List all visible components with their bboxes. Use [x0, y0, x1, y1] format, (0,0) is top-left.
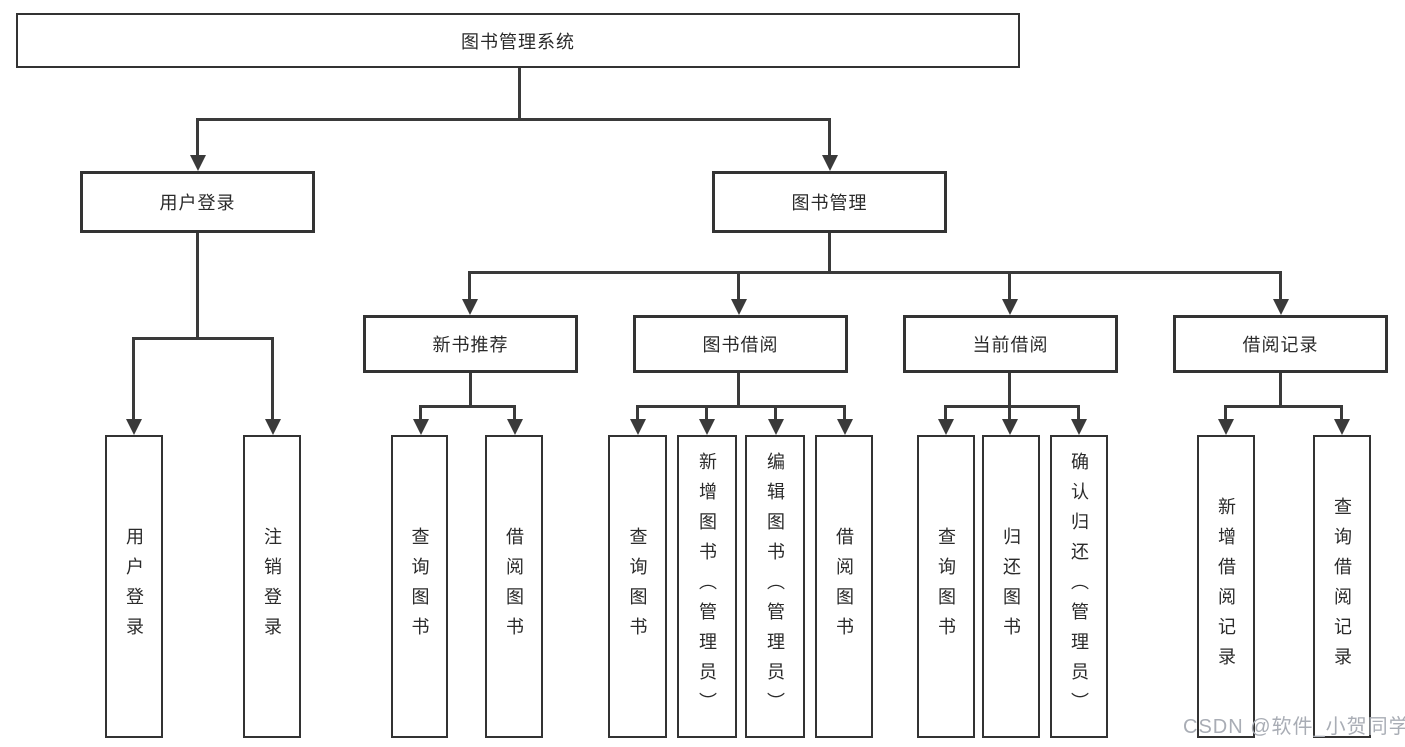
connector-line — [513, 405, 516, 420]
connector-line — [132, 337, 274, 340]
connector-line — [843, 405, 846, 420]
leaf-borrow-books-recommend-label: 借阅图书 — [504, 526, 524, 647]
node-user-login: 用户登录 — [80, 171, 315, 233]
node-root: 图书管理系统 — [16, 13, 1020, 68]
connector-line — [1224, 405, 1343, 408]
connector-line — [1340, 405, 1343, 420]
leaf-query-books-recommend-label: 查询图书 — [409, 526, 430, 647]
arrowhead-icon — [1002, 419, 1018, 435]
connector-line — [518, 68, 521, 118]
connector-line — [737, 271, 740, 299]
node-new-book-recommend-label: 新书推荐 — [432, 335, 509, 355]
arrowhead-icon — [1218, 419, 1234, 435]
connector-line — [705, 405, 708, 420]
arrowhead-icon — [938, 419, 954, 435]
arrowhead-icon — [1334, 419, 1350, 435]
leaf-query-borrow-record-label: 查询借阅记录 — [1332, 496, 1352, 677]
arrowhead-icon — [630, 419, 646, 435]
arrowhead-icon — [1002, 299, 1018, 315]
leaf-user-login-label: 用户登录 — [124, 526, 144, 647]
node-borrow-records-label: 借阅记录 — [1242, 335, 1319, 355]
leaf-query-borrow-record: 查询借阅记录 — [1313, 435, 1371, 738]
connector-line — [271, 337, 274, 421]
leaf-query-books-current-label: 查询图书 — [936, 526, 956, 647]
leaf-borrow-books-label: 借阅图书 — [834, 526, 854, 647]
node-root-label: 图书管理系统 — [461, 31, 575, 52]
connector-line — [196, 118, 831, 121]
connector-line — [1077, 405, 1080, 420]
connector-line — [1008, 271, 1011, 299]
connector-line — [1224, 405, 1227, 420]
arrowhead-icon — [265, 419, 281, 435]
connector-line — [828, 233, 831, 271]
leaf-edit-book-admin: 编辑图书（管理员） — [745, 435, 805, 738]
connector-line — [468, 271, 471, 299]
connector-line — [196, 118, 199, 156]
arrowhead-icon — [822, 155, 838, 171]
connector-line — [944, 405, 1080, 408]
leaf-query-books-recommend: 查询图书 — [391, 435, 448, 738]
arrowhead-icon — [190, 155, 206, 171]
node-user-login-label: 用户登录 — [159, 193, 236, 213]
leaf-logout-label: 注销登录 — [262, 526, 282, 647]
leaf-return-books: 归还图书 — [982, 435, 1040, 738]
arrowhead-icon — [126, 419, 142, 435]
connector-line — [1008, 373, 1011, 405]
connector-line — [419, 405, 516, 408]
connector-line — [419, 405, 422, 420]
node-current-borrow: 当前借阅 — [903, 315, 1118, 373]
leaf-query-books-current: 查询图书 — [917, 435, 975, 738]
connector-line — [132, 337, 135, 421]
arrowhead-icon — [1273, 299, 1289, 315]
connector-line — [468, 271, 1282, 274]
arrowhead-icon — [413, 419, 429, 435]
arrowhead-icon — [768, 419, 784, 435]
node-book-borrow-label: 图书借阅 — [702, 335, 779, 355]
leaf-confirm-return-admin: 确认归还（管理员） — [1050, 435, 1108, 738]
node-book-borrow: 图书借阅 — [633, 315, 848, 373]
connector-line — [1279, 373, 1282, 405]
arrowhead-icon — [699, 419, 715, 435]
csdn-watermark: CSDN @软件_小贺同学 — [1183, 716, 1405, 738]
node-book-management-label: 图书管理 — [791, 193, 868, 213]
connector-line — [196, 233, 199, 337]
connector-line — [469, 373, 472, 405]
leaf-query-books-borrow: 查询图书 — [608, 435, 667, 738]
leaf-user-login: 用户登录 — [105, 435, 163, 738]
leaf-add-borrow-record-label: 新增借阅记录 — [1216, 496, 1236, 677]
arrowhead-icon — [837, 419, 853, 435]
connector-line — [774, 405, 777, 420]
node-current-borrow-label: 当前借阅 — [972, 335, 1049, 355]
leaf-add-borrow-record: 新增借阅记录 — [1197, 435, 1255, 738]
leaf-edit-book-admin-label: 编辑图书（管理员） — [765, 451, 785, 722]
leaf-borrow-books: 借阅图书 — [815, 435, 873, 738]
leaf-borrow-books-recommend: 借阅图书 — [485, 435, 543, 738]
arrowhead-icon — [462, 299, 478, 315]
connector-line — [1279, 271, 1282, 299]
node-new-book-recommend: 新书推荐 — [363, 315, 578, 373]
leaf-add-book-admin-label: 新增图书（管理员） — [697, 451, 717, 722]
connector-line — [636, 405, 639, 420]
leaf-logout: 注销登录 — [243, 435, 301, 738]
arrowhead-icon — [507, 419, 523, 435]
connector-line — [737, 373, 740, 405]
arrowhead-icon — [1071, 419, 1087, 435]
arrowhead-icon — [731, 299, 747, 315]
leaf-return-books-label: 归还图书 — [1001, 526, 1021, 647]
leaf-add-book-admin: 新增图书（管理员） — [677, 435, 737, 738]
node-book-management: 图书管理 — [712, 171, 947, 233]
connector-line — [1008, 405, 1011, 420]
node-borrow-records: 借阅记录 — [1173, 315, 1388, 373]
connector-line — [944, 405, 947, 420]
leaf-query-books-borrow-label: 查询图书 — [627, 526, 648, 647]
connector-line — [636, 405, 846, 408]
leaf-confirm-return-admin-label: 确认归还（管理员） — [1069, 451, 1089, 722]
connector-line — [828, 118, 831, 156]
